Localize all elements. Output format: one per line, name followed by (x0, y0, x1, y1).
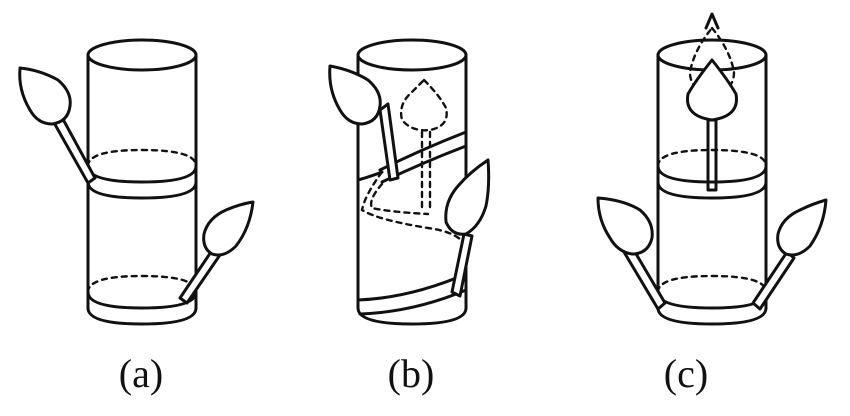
panel-a-cylinder-top (86, 38, 198, 72)
panel-c-right-leaf (776, 198, 828, 257)
panel-a-right-leaf (202, 200, 255, 257)
panel-b-left-leaf (328, 64, 382, 126)
panel-b-left-petiole (378, 102, 400, 182)
panel-c-upper-node-band (656, 180, 768, 200)
panel-a-upper-node-back (86, 148, 198, 168)
panel-c-top-tip (704, 12, 720, 30)
panel-a-lower-node-front (86, 290, 198, 310)
panel-a-cylinder-bottom (86, 306, 198, 326)
panel-c-right-petiole (751, 250, 796, 311)
panel-a-caption: (a) (118, 351, 164, 396)
panel-c-lower-node-front (656, 290, 768, 310)
panel-a-diagram (18, 38, 255, 326)
panel-c-caption: (c) (663, 351, 709, 396)
panel-a-upper-node-front (86, 164, 198, 184)
panel-b-diagram (328, 38, 491, 326)
panel-c-center-petiole (706, 118, 718, 192)
panel-a-lower-node-back (86, 274, 198, 294)
panel-b-cylinder-bottom (356, 306, 468, 326)
panel-a-left-leaf (18, 66, 72, 126)
panel-c-diagram (596, 12, 828, 326)
panel-c-upper-node-back (656, 148, 768, 168)
panel-c-center-leaf (686, 58, 738, 122)
panel-b-hidden-spiral-a (360, 170, 468, 248)
panel-c-lower-node-back (656, 274, 768, 294)
panel-b-hidden-leaf (399, 78, 448, 132)
panel-c-upper-node-front (656, 164, 768, 184)
panel-c-cylinder-bottom (656, 306, 768, 326)
panel-b-spiral-band-lower-edge (358, 288, 468, 316)
panel-b-right-leaf (444, 158, 491, 236)
panel-b-caption: (b) (387, 351, 435, 396)
panel-b-right-petiole (450, 232, 474, 298)
panel-a-upper-node-band (86, 180, 198, 200)
panel-c-left-leaf (596, 196, 654, 256)
panel-b-cylinder-top (356, 38, 468, 72)
panel-b-hidden-spiral-b (369, 182, 430, 216)
